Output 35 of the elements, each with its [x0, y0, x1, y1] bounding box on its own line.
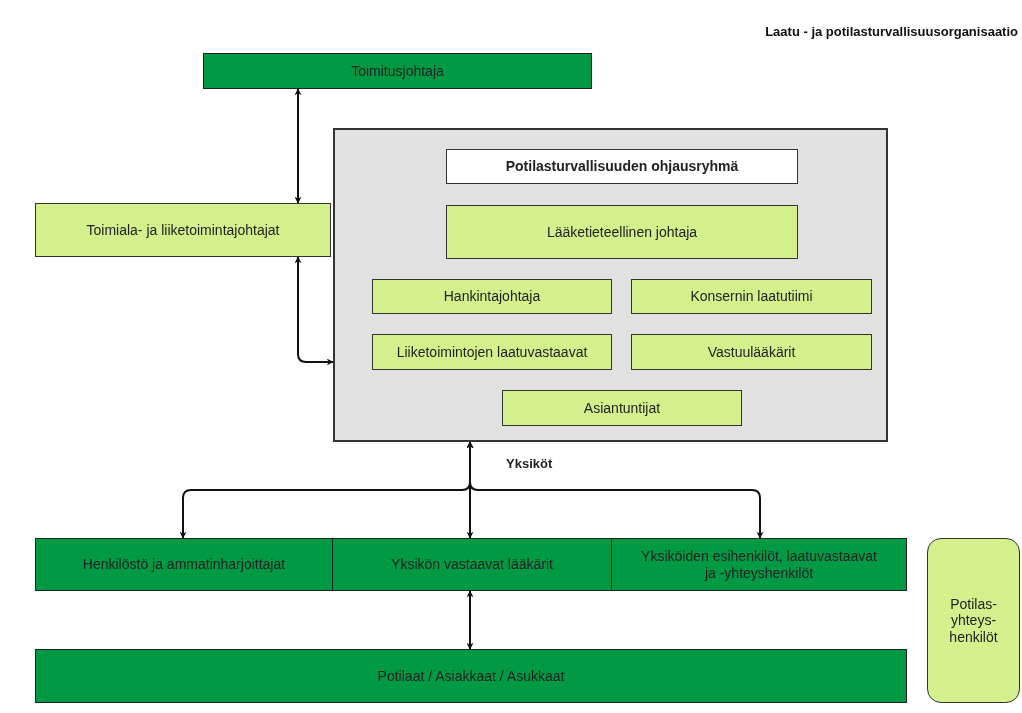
process-box	[35, 649, 907, 703]
process-box	[203, 53, 592, 89]
arrow	[294, 88, 302, 204]
box-label: Yksiköiden esihenkilöt, laatuvastaavat ja -yhteyshenkilöt	[640, 548, 878, 581]
arrow	[466, 441, 764, 539]
arrow	[294, 256, 334, 366]
box-label: Toimitusjohtaja	[351, 62, 444, 80]
box-label: Toimiala- ja liiketoimintajohtajat	[86, 221, 280, 239]
process-box	[611, 538, 907, 591]
box-label: Yksikön vastaavat lääkärit	[391, 556, 553, 573]
section-label: Yksiköt	[506, 456, 553, 471]
box-label: Lääketieteellinen johtaja	[546, 223, 698, 241]
process-box	[631, 334, 872, 370]
process-box	[502, 390, 742, 426]
process-box	[372, 334, 612, 370]
box-label: Potilasturvallisuuden ohjausryhmä	[505, 158, 739, 175]
box-label: Asiantuntijat	[583, 399, 661, 417]
process-box	[35, 203, 331, 257]
process-box	[372, 279, 612, 314]
process-box	[35, 538, 333, 591]
process-box	[332, 538, 612, 591]
box-label: Potilaat / Asiakkaat / Asukkaat	[377, 667, 565, 685]
box-label: Liiketoimintojen laatuvastaavat	[396, 343, 588, 361]
box-label: Konsernin laatutiimi	[690, 288, 813, 305]
process-box	[631, 279, 872, 314]
group-header-box	[446, 149, 798, 184]
box-label: Potilas- yhteys- henkilöt	[948, 596, 999, 645]
arrow	[466, 590, 474, 650]
box-label: Vastuulääkärit	[707, 343, 796, 361]
box-label: Henkilöstö ja ammatinharjoittajat	[82, 556, 286, 573]
group-panel	[333, 128, 888, 442]
box-label: Hankintajohtaja	[443, 288, 541, 305]
diagram-title: Laatu - ja potilasturvallisuusorganisaatio	[765, 24, 1018, 39]
rounded-box	[927, 538, 1020, 703]
process-box	[446, 205, 798, 259]
